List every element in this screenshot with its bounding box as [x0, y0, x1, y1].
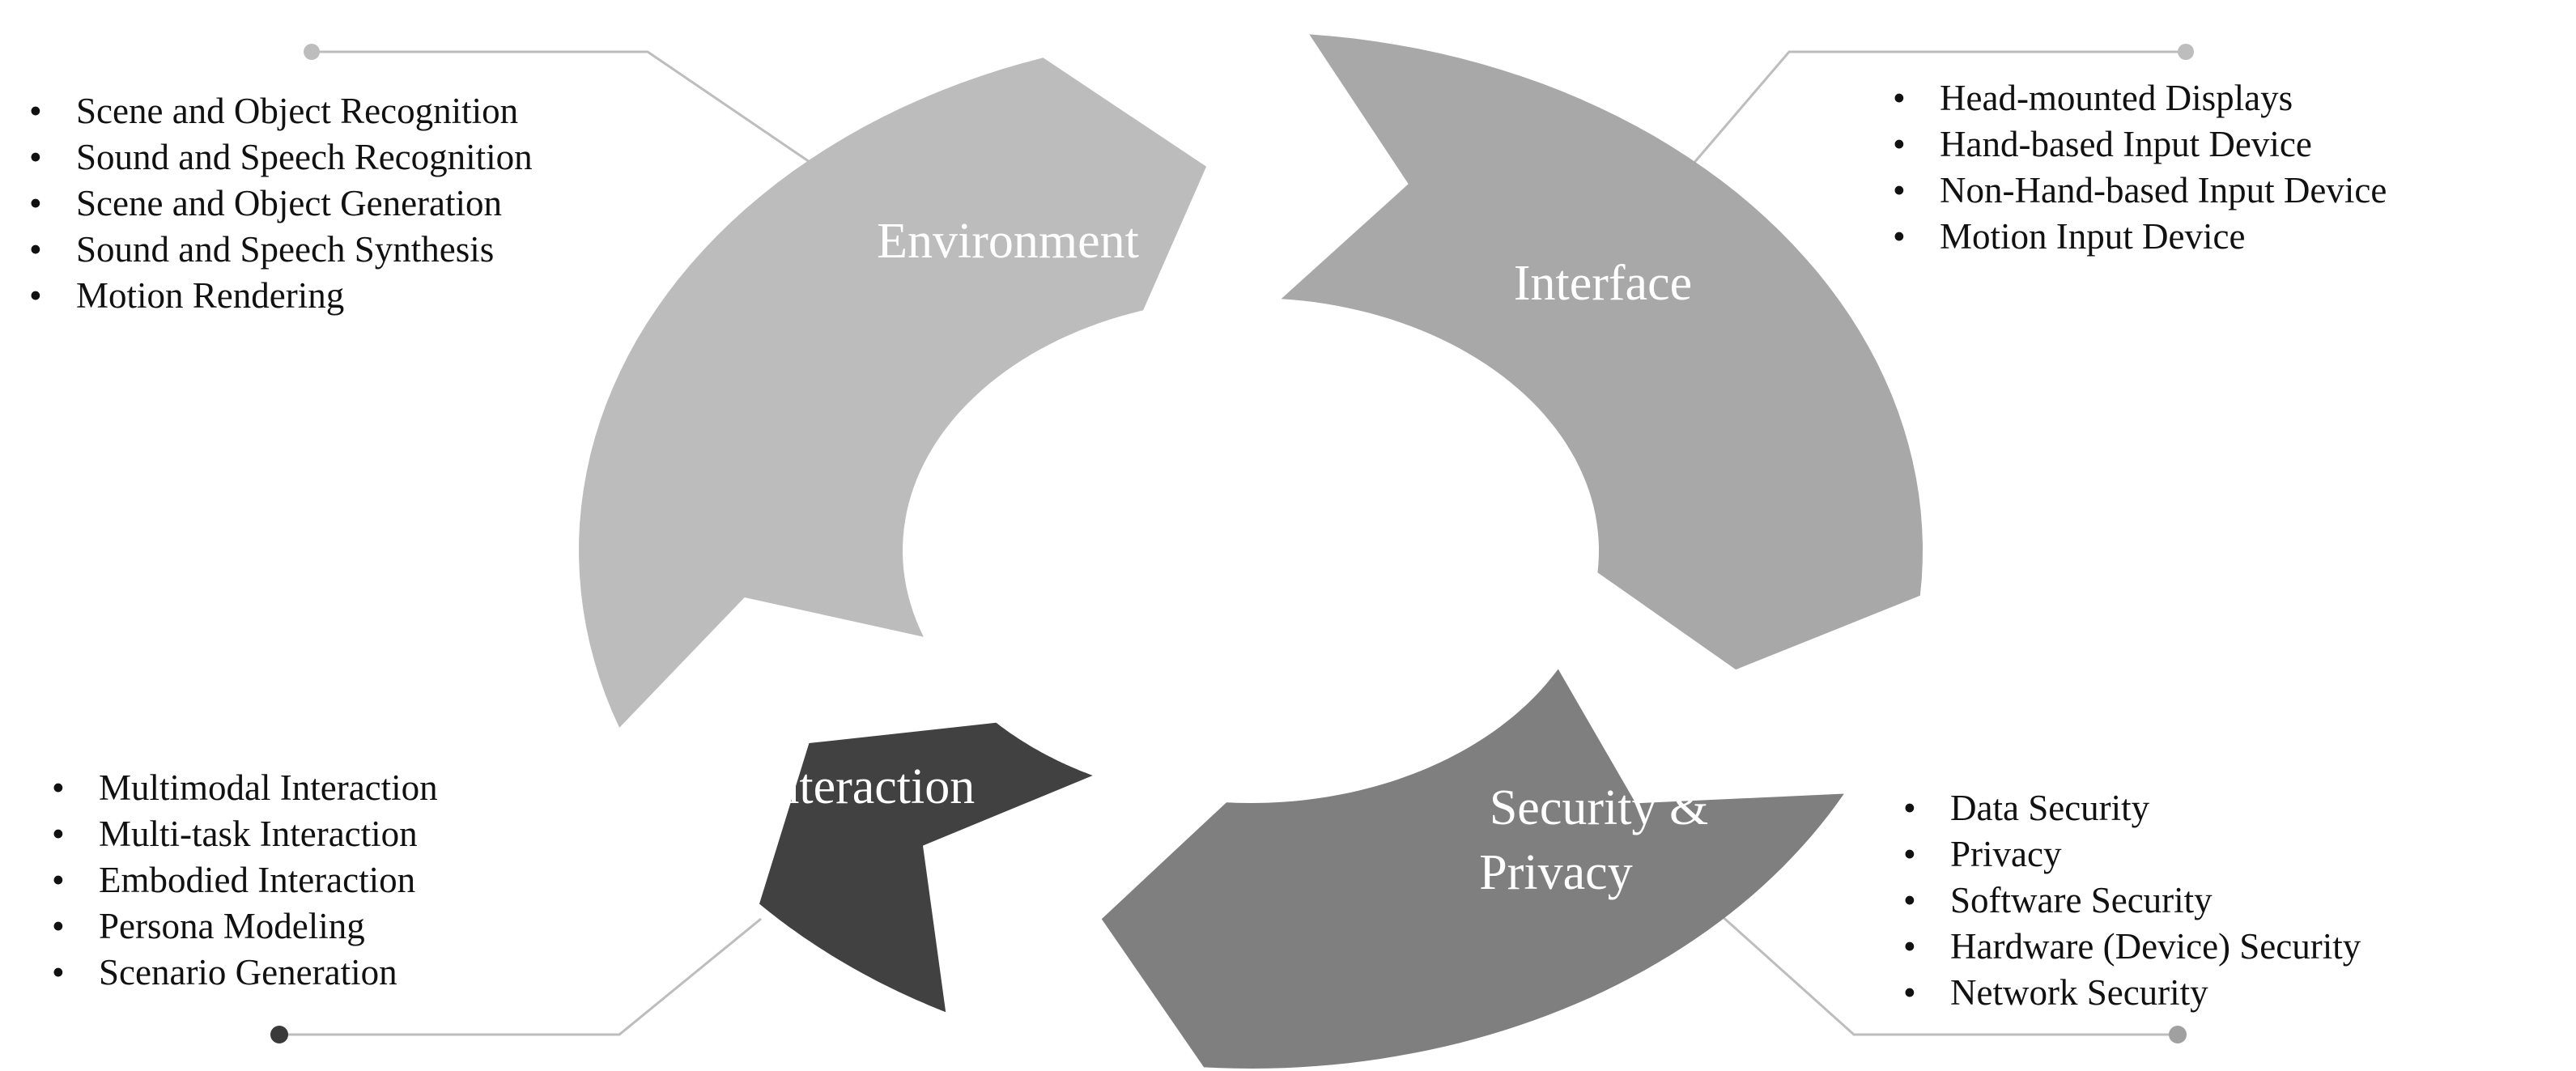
- segment-security: [1101, 669, 1844, 1069]
- list-item: Motion Rendering: [29, 273, 533, 319]
- segment-interface: [1281, 34, 1923, 670]
- segment-environment: [579, 57, 1207, 728]
- list-item: Motion Input Device: [1893, 214, 2387, 260]
- list-item: Privacy: [1903, 831, 2361, 878]
- connector-interface: [1686, 50, 2186, 171]
- list-environment: Scene and Object Recognition Sound and S…: [29, 88, 533, 319]
- list-item: Scene and Object Generation: [29, 181, 533, 227]
- list-item: Data Security: [1903, 785, 2361, 831]
- list-interface: Head-mounted Displays Hand-based Input D…: [1893, 75, 2387, 260]
- label-interaction: Interaction: [758, 759, 976, 814]
- connector-dot-environment: [304, 44, 320, 60]
- label-security-line2: Privacy: [1479, 845, 1632, 900]
- connector-dot-interaction: [270, 1026, 288, 1043]
- list-item: Embodied Interaction: [52, 857, 438, 903]
- list-item: Sound and Speech Synthesis: [29, 227, 533, 273]
- list-item: Non-Hand-based Input Device: [1893, 168, 2387, 214]
- list-item: Hand-based Input Device: [1893, 121, 2387, 168]
- connector-interaction: [279, 917, 762, 1036]
- connector-environment: [312, 50, 810, 164]
- connectors: [270, 44, 2194, 1043]
- label-security-line1: Security &: [1490, 780, 1708, 835]
- segment-interaction: [759, 722, 1093, 1013]
- label-environment: Environment: [877, 214, 1139, 269]
- list-item: Hardware (Device) Security: [1903, 924, 2361, 970]
- connector-dot-interface: [2178, 44, 2194, 60]
- list-item: Sound and Speech Recognition: [29, 134, 533, 181]
- connector-dot-security: [2169, 1026, 2187, 1043]
- list-item: Multi-task Interaction: [52, 811, 438, 857]
- list-item: Persona Modeling: [52, 903, 438, 950]
- list-item: Software Security: [1903, 878, 2361, 924]
- list-item: Network Security: [1903, 970, 2361, 1016]
- list-item: Scene and Object Recognition: [29, 88, 533, 134]
- list-item: Multimodal Interaction: [52, 765, 438, 811]
- list-interaction: Multimodal Interaction Multi-task Intera…: [52, 765, 438, 996]
- list-security: Data Security Privacy Software Security …: [1903, 785, 2361, 1016]
- label-interface: Interface: [1514, 256, 1692, 311]
- connector-security: [1719, 913, 2178, 1036]
- list-item: Scenario Generation: [52, 950, 438, 996]
- list-item: Head-mounted Displays: [1893, 75, 2387, 121]
